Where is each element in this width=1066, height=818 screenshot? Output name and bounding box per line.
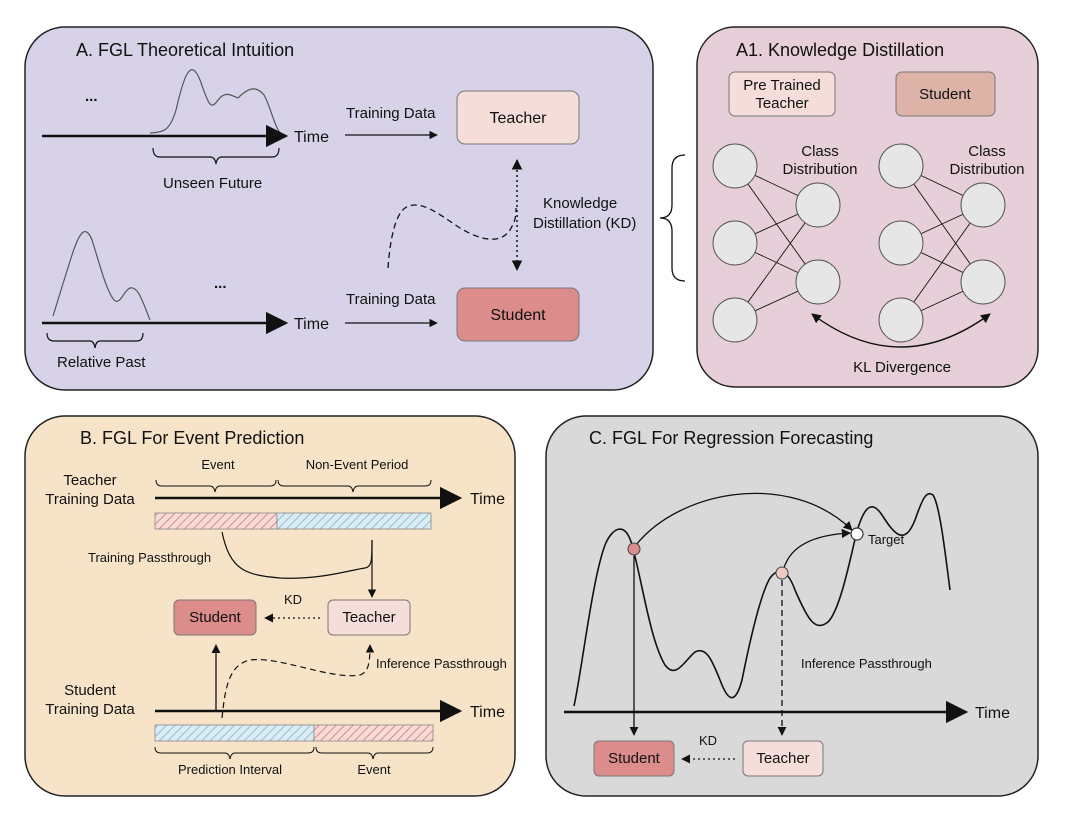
unseen-future-label: Unseen Future [163, 175, 262, 192]
b-student-label: Student [189, 609, 242, 626]
training-data-label-bottom: Training Data [346, 291, 436, 308]
student-output-node [960, 182, 1006, 228]
panel-a: A. FGL Theoretical Intuition ... Time Un… [24, 26, 654, 391]
panel-a-to-a1-brace [659, 154, 686, 282]
ellipsis-top: ... [85, 88, 98, 105]
prediction-hatched-bar [154, 724, 315, 742]
student-input-node [878, 297, 924, 343]
panel-b: B. FGL For Event Prediction Teacher Trai… [24, 415, 516, 797]
target-point [850, 527, 864, 541]
teacher-input-node [712, 220, 758, 266]
target-label: Target [868, 532, 905, 547]
teacher-input-node [712, 297, 758, 343]
panel-c-background [545, 415, 1039, 797]
b-inference-passthrough-label: Inference Passthrough [376, 656, 507, 671]
c-teacher-label: Teacher [756, 750, 809, 767]
panel-c-title: C. FGL For Regression Forecasting [589, 428, 873, 448]
time-label-b-top: Time [470, 491, 505, 508]
event-bottom-hatched-bar [313, 724, 434, 742]
non-event-period-label: Non-Event Period [306, 457, 409, 472]
time-label-b-bottom: Time [470, 704, 505, 721]
pretrained-label-line2: Teacher [755, 95, 808, 112]
panel-b-title: B. FGL For Event Prediction [80, 428, 304, 448]
student-output-node [960, 259, 1006, 305]
teacher-output-node [795, 259, 841, 305]
event-top-label: Event [201, 457, 235, 472]
class-dist-left-line2: Distribution [782, 161, 857, 178]
event-top-brace [155, 479, 277, 493]
kd-label-line2: Distillation (KD) [533, 215, 636, 232]
event-hatched-bar [154, 512, 278, 530]
relative-past-label: Relative Past [57, 354, 146, 371]
student-input-node [878, 220, 924, 266]
teacher-to-target-arrow [783, 528, 851, 569]
class-dist-right-line2: Distribution [949, 161, 1024, 178]
b-inference-dashed-curve [221, 644, 375, 719]
kd-dashed-curve [387, 204, 517, 269]
panel-a-title: A. FGL Theoretical Intuition [76, 40, 294, 60]
b-teacher-box [327, 599, 411, 636]
student-label: Student [490, 307, 546, 324]
event-bottom-label: Event [357, 762, 391, 777]
b-student-box [173, 599, 257, 636]
c-student-box [593, 740, 675, 777]
unseen-future-brace [152, 147, 280, 165]
unseen-future-curve [149, 69, 281, 134]
kl-divergence-arrow [811, 313, 991, 348]
non-event-brace [277, 479, 432, 493]
c-teacher-box [742, 740, 824, 777]
teacher-training-line2: Training Data [45, 491, 135, 508]
kd-label-line1: Knowledge [543, 195, 617, 212]
training-passthrough-label: Training Passthrough [88, 550, 211, 565]
non-event-hatched-bar [276, 512, 432, 530]
class-dist-left-line1: Class [801, 143, 839, 160]
teacher-input-node [712, 143, 758, 189]
c-time-label: Time [975, 705, 1010, 722]
time-label-bottom: Time [294, 316, 329, 333]
pretrained-teacher-box [728, 71, 836, 117]
panel-b-background [24, 415, 516, 797]
student-box [456, 287, 580, 342]
student-point [627, 542, 641, 556]
panel-a1-title: A1. Knowledge Distillation [736, 40, 944, 60]
time-label-top: Time [294, 129, 329, 146]
class-dist-right-line1: Class [968, 143, 1006, 160]
teacher-box [456, 90, 580, 145]
teacher-training-line1: Teacher [63, 472, 116, 489]
relative-past-brace [46, 332, 144, 349]
a1-student-box [895, 71, 996, 117]
panel-c: C. FGL For Regression Forecasting Target… [545, 415, 1039, 797]
kl-divergence-label: KL Divergence [853, 359, 951, 376]
relative-past-curve [52, 230, 151, 321]
c-kd-label: KD [699, 733, 717, 748]
teacher-output-node [795, 182, 841, 228]
b-teacher-label: Teacher [342, 609, 395, 626]
student-training-line2: Training Data [45, 701, 135, 718]
c-inference-passthrough-label: Inference Passthrough [801, 656, 932, 671]
student-input-node [878, 143, 924, 189]
panel-a1-background [696, 26, 1039, 388]
c-student-label: Student [608, 750, 661, 767]
student-training-line1: Student [64, 682, 117, 699]
prediction-interval-brace [154, 746, 315, 760]
b-kd-label: KD [284, 592, 302, 607]
training-passthrough-curve [221, 531, 373, 579]
event-bottom-brace [315, 746, 434, 760]
a1-student-label: Student [919, 86, 972, 103]
forecast-arc-arrow [635, 492, 853, 546]
pretrained-label-line1: Pre Trained [743, 77, 821, 94]
panel-a1: A1. Knowledge Distillation Pre Trained T… [696, 26, 1039, 388]
teacher-point [775, 566, 789, 580]
training-data-label-top: Training Data [346, 105, 436, 122]
ellipsis-bottom: ... [214, 275, 227, 292]
prediction-interval-label: Prediction Interval [178, 762, 282, 777]
teacher-label: Teacher [490, 110, 548, 127]
